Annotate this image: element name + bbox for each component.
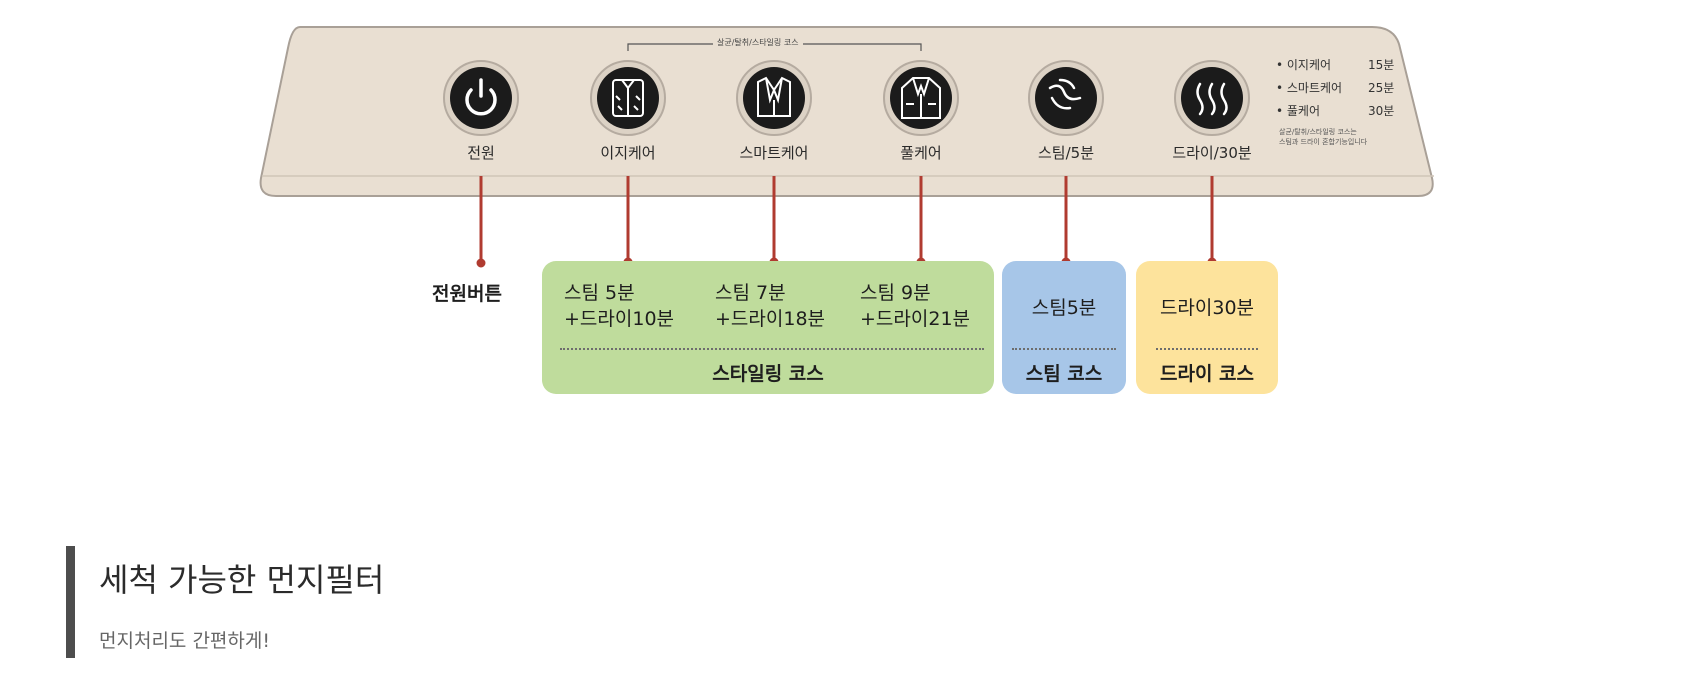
dry-icon [1196,82,1228,116]
suit-icon [757,76,791,117]
styling-course-box [542,261,994,394]
note-fullcare-time: 30분 [1368,104,1395,118]
power-button-callout: 전원버튼 [432,283,502,305]
note-easycare-time: 15분 [1368,58,1395,72]
steam-divider [1012,348,1116,350]
steam-icon [1048,78,1082,110]
section-subtitle: 먼지처리도 간편하게! [99,630,270,652]
heading-accent-bar [66,546,75,658]
styling-item-2-line2: +드라이18분 [715,308,826,330]
styling-item-2-line1: 스팀 7분 [715,282,786,304]
smartcare-button-label: 스마트케어 [739,144,809,162]
styling-divider [560,348,984,350]
fullcare-button[interactable] [883,60,959,136]
note-fullcare-name: • 풀케어 [1276,104,1321,118]
shirt-icon [612,79,644,117]
section-title: 세척 가능한 먼지필터 [99,561,385,599]
fullcare-button-label: 풀케어 [900,144,942,162]
control-panel-body [259,26,1434,197]
styling-item-3-line2: +드라이21분 [860,308,971,330]
styling-item-1-line1: 스팀 5분 [564,282,635,304]
steam-course-text: 스팀5분 [1031,297,1097,319]
styling-item-3-line1: 스팀 9분 [860,282,931,304]
dry-divider [1156,348,1258,350]
easycare-button[interactable] [590,60,666,136]
steam-button-label: 스팀/5분 [1038,144,1094,162]
dry-course-text: 드라이30분 [1159,297,1255,319]
steam-course-name: 스팀 코스 [1025,363,1103,385]
power-icon [465,78,497,116]
styling-item-2: 스팀 7분 +드라이18분 [715,280,825,332]
styling-item-1-line2: +드라이10분 [564,308,675,330]
steam-course-box [1002,261,1126,394]
styling-item-1: 스팀 5분 +드라이10분 [564,280,674,332]
power-button[interactable] [443,60,519,136]
bracket-label: 살균/탈취/스타일링 코스 [713,37,803,48]
styling-course-name: 스타일링 코스 [712,363,824,385]
easycare-button-label: 이지케어 [600,144,656,162]
tiny-note-line-2: 스팀과 드라이 혼합기능입니다 [1279,138,1368,146]
power-button-label: 전원 [467,144,495,162]
note-easycare-name: • 이지케어 [1276,58,1332,72]
tiny-note-line-1: 살균/탈취/스타일링 코스는 [1279,128,1357,136]
dry-button[interactable] [1174,60,1250,136]
coat-icon [901,77,941,119]
note-smartcare-name: • 스마트케어 [1276,81,1343,95]
steam-button[interactable] [1028,60,1104,136]
dry-course-name: 드라이 코스 [1159,363,1254,385]
dry-button-label: 드라이/30분 [1172,144,1252,162]
smartcare-button[interactable] [736,60,812,136]
styling-item-3: 스팀 9분 +드라이21분 [860,280,970,332]
note-smartcare-time: 25분 [1368,81,1395,95]
dry-course-box [1136,261,1278,394]
